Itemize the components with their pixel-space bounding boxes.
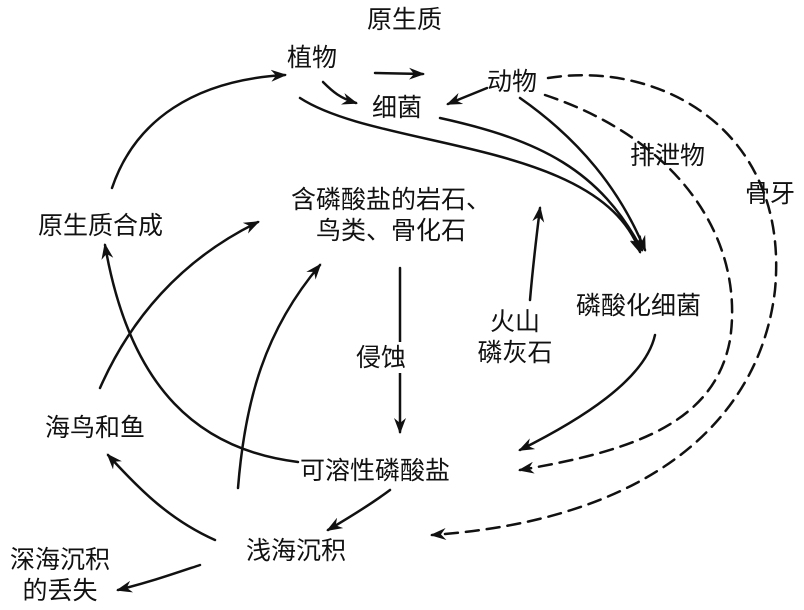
arrow-seabirds-to-rocks bbox=[98, 220, 260, 390]
label-seabirds-fish: 海鸟和鱼 bbox=[45, 413, 146, 442]
label-animals: 动物 bbox=[487, 67, 538, 96]
arrow-bone-teeth-dashed bbox=[430, 74, 778, 541]
arrow-shallow-sediment-to-seabirds bbox=[106, 453, 217, 542]
arrow-animals-to-phosphatizing-bacteria bbox=[518, 96, 647, 252]
label-deep-sea-loss-line2: 的丢失 bbox=[22, 576, 98, 605]
arrow-soluble-phosphate-to-synthesis bbox=[101, 243, 300, 464]
label-phosphate-rocks-line1: 含磷酸盐的岩石、 bbox=[290, 185, 491, 214]
label-bone-teeth: 骨牙 bbox=[745, 179, 796, 208]
arrow-shallow-sediment-to-deep-sea bbox=[116, 563, 202, 593]
arrow-volcano-to-rocks bbox=[528, 206, 545, 302]
arrow-bacteria-to-phosphatizing-bacteria bbox=[438, 116, 644, 252]
label-erosion: 侵蚀 bbox=[356, 342, 407, 373]
arrow-plants-to-animals bbox=[373, 67, 425, 80]
arrow-synthesis-to-plants bbox=[110, 69, 287, 190]
arrow-plants-to-bacteria bbox=[321, 80, 358, 105]
label-phosphatizing-bacteria: 磷酸化细菌 bbox=[576, 291, 702, 320]
arrow-animals-to-bacteria bbox=[446, 86, 489, 106]
arrow-plants-to-phosphatizing-bacteria bbox=[298, 96, 642, 254]
label-volcano-apatite: 火山 磷灰石 bbox=[470, 306, 560, 368]
label-soluble-phosphate: 可溶性磷酸盐 bbox=[300, 456, 451, 485]
label-apatite: 磷灰石 bbox=[477, 338, 553, 367]
label-deep-sea-loss-line1: 深海沉积 bbox=[9, 545, 110, 574]
label-shallow-sediment: 浅海沉积 bbox=[246, 536, 347, 565]
label-excreta: 排泄物 bbox=[630, 141, 706, 170]
label-protoplasm-synthesis: 原生质合成 bbox=[38, 211, 164, 240]
label-deep-sea-loss: 深海沉积 的丢失 bbox=[0, 544, 120, 606]
arrow-phosphatizing-bacteria-to-soluble-phosphate bbox=[518, 333, 657, 452]
label-bacteria: 细菌 bbox=[372, 93, 423, 122]
label-plants: 植物 bbox=[287, 43, 338, 72]
arrow-soluble-phosphate-to-shallow-sediment bbox=[326, 488, 392, 532]
label-phosphate-rocks-line2: 鸟类、骨化石 bbox=[315, 216, 466, 245]
arrow-excreta-dashed bbox=[518, 93, 734, 474]
label-protoplasm: 原生质 bbox=[367, 5, 443, 34]
arrow-shallow-sediment-to-rocks bbox=[236, 263, 322, 490]
label-volcano: 火山 bbox=[489, 307, 540, 336]
label-phosphate-rocks: 含磷酸盐的岩石、 鸟类、骨化石 bbox=[262, 184, 520, 246]
